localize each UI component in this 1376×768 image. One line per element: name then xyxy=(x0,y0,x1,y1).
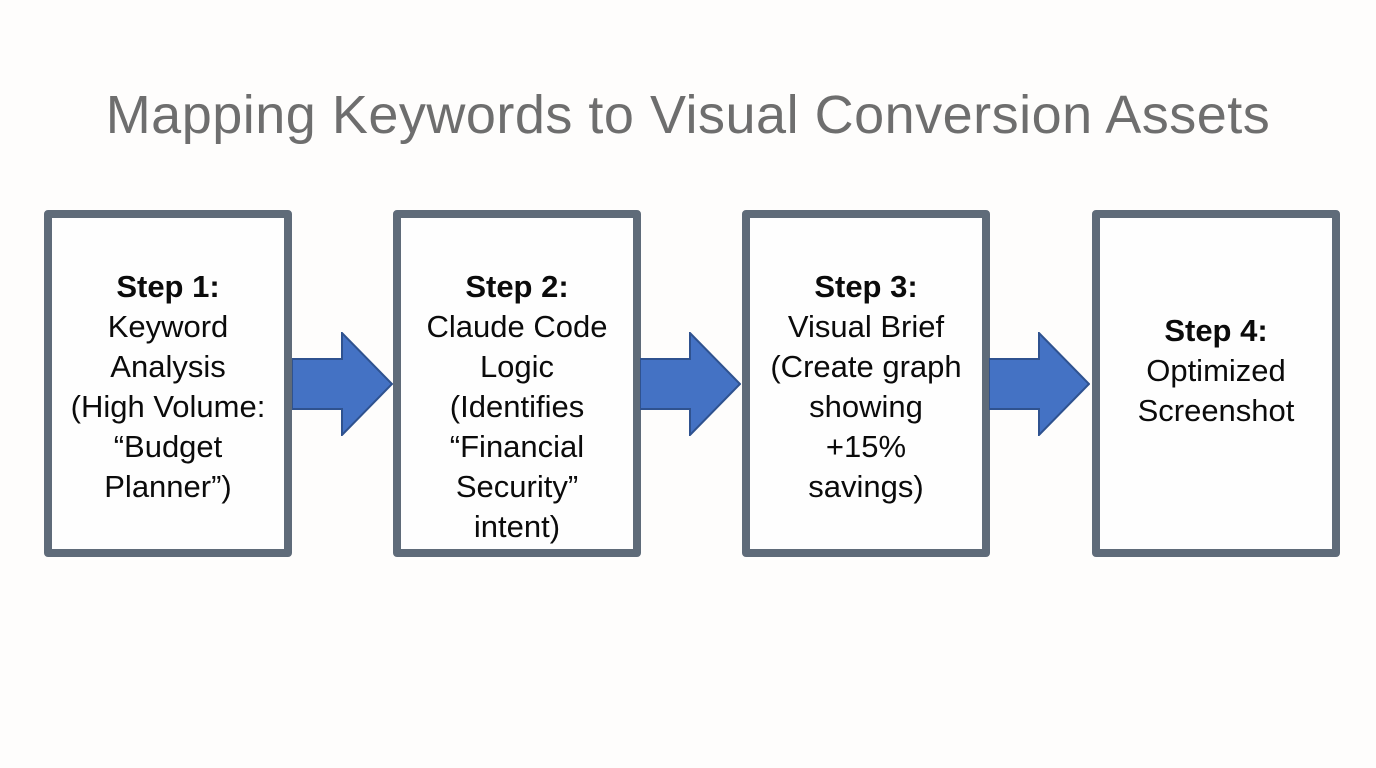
step-4-text: Step 4: Optimized Screenshot xyxy=(1100,218,1332,431)
step-4-body: Optimized Screenshot xyxy=(1137,353,1295,428)
step-4-heading: Step 4: xyxy=(1164,313,1268,348)
step-4-box: Step 4: Optimized Screenshot xyxy=(1092,210,1340,557)
arrow-right-icon xyxy=(640,332,741,436)
arrow-right-shape xyxy=(989,332,1090,436)
step-2-box: Step 2: Claude Code Logic (Identifies “F… xyxy=(393,210,641,557)
step-1-body: Keyword Analysis (High Volume: “Budget P… xyxy=(70,309,266,504)
step-2-text: Step 2: Claude Code Logic (Identifies “F… xyxy=(401,218,633,547)
step-1-heading: Step 1: xyxy=(116,269,220,304)
arrow-right-icon xyxy=(292,332,393,436)
arrow-right-icon xyxy=(989,332,1090,436)
step-3-heading: Step 3: xyxy=(814,269,918,304)
step-2-body: Claude Code Logic (Identifies “Financial… xyxy=(426,309,608,544)
page-title: Mapping Keywords to Visual Conversion As… xyxy=(105,85,1271,145)
step-1-box: Step 1: Keyword Analysis (High Volume: “… xyxy=(44,210,292,557)
step-2-heading: Step 2: xyxy=(465,269,569,304)
step-1-text: Step 1: Keyword Analysis (High Volume: “… xyxy=(52,218,284,507)
step-3-body: Visual Brief (Create graph showing +15% … xyxy=(770,309,962,504)
step-3-text: Step 3: Visual Brief (Create graph showi… xyxy=(750,218,982,507)
step-3-box: Step 3: Visual Brief (Create graph showi… xyxy=(742,210,990,557)
arrow-right-shape xyxy=(640,332,741,436)
arrow-right-shape xyxy=(292,332,393,436)
